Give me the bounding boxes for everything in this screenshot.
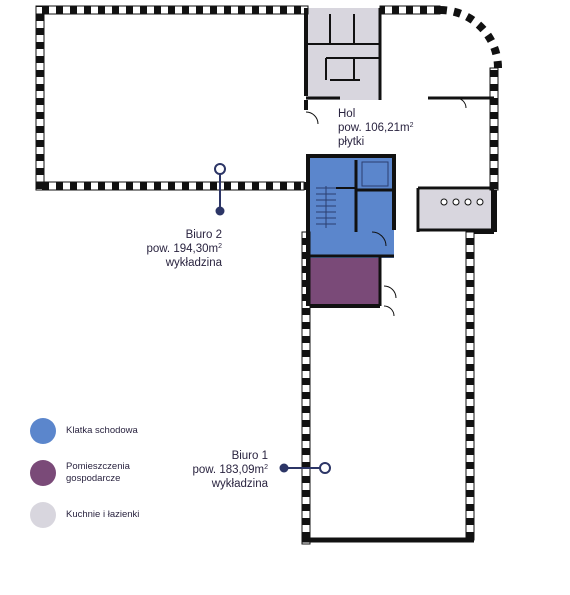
hol-area: 106,21m: [364, 122, 410, 134]
biuro1-area: 183,09m: [219, 464, 265, 476]
kitchen-area: [420, 190, 494, 230]
legend-item-wet-rooms: Kuchnie i łazienki: [30, 502, 156, 528]
biuro2-name: Biuro 2: [185, 229, 222, 241]
biuro1-label: Biuro 1 pow. 183,09m2 wykładzina: [160, 449, 268, 491]
legend-item-stairwell: Klatka schodowa: [30, 418, 156, 444]
kitchen-fixtures: [440, 198, 484, 206]
biuro1-marker: [279, 462, 331, 474]
legend-swatch-stairwell: [30, 418, 56, 444]
wet-room-toilets: [306, 8, 380, 100]
hol-label: Hol pow. 106,21m2 płytki: [338, 107, 448, 149]
biuro1-walls: [301, 230, 494, 545]
core-walls: [304, 8, 494, 306]
legend-label-utility: Pomieszczenia gospodarcze: [66, 461, 130, 484]
hol-floor: płytki: [338, 136, 365, 148]
hol-name: Hol: [338, 108, 356, 120]
biuro2-floor: wykładzina: [165, 257, 222, 269]
biuro2-area: 194,30m: [173, 243, 219, 255]
biuro1-name: Biuro 1: [231, 450, 268, 462]
legend-label-stairwell: Klatka schodowa: [66, 425, 138, 436]
hol-walls: [379, 5, 502, 232]
staircase: [316, 161, 389, 228]
doors: [305, 97, 467, 317]
biuro2-walls: [35, 5, 310, 191]
legend-label-wet-rooms: Kuchnie i łazienki: [66, 509, 140, 520]
legend-swatch-utility: [30, 460, 56, 486]
biuro2-label: Biuro 2 pow. 194,30m2 wykładzina: [110, 228, 222, 270]
stairwell-area: [310, 158, 394, 258]
biuro1-floor: wykładzina: [211, 478, 268, 490]
biuro2-marker: [214, 163, 226, 216]
legend-swatch-wet-rooms: [30, 502, 56, 528]
legend-item-utility: Pomieszczenia gospodarcze: [30, 460, 156, 486]
utility-room: [310, 258, 380, 304]
